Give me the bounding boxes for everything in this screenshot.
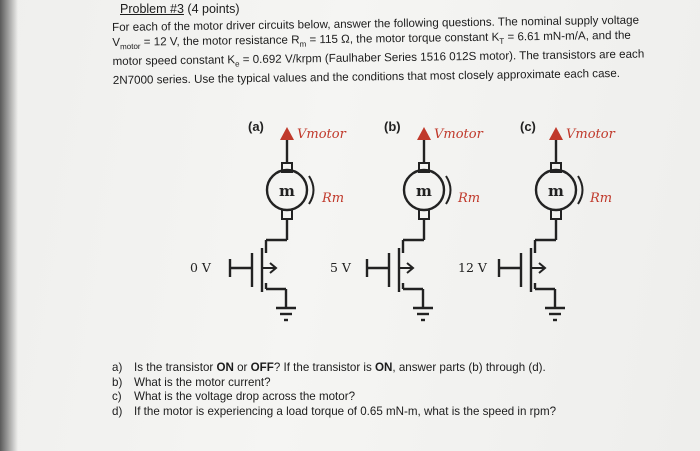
question-a-pre: Is the transistor xyxy=(134,361,217,374)
resistance-bracket xyxy=(577,175,584,205)
question-text: Is the transistor ON or OFF? If the tran… xyxy=(134,361,546,376)
circuit-a: (a) Vmotor m Rm 0 V xyxy=(190,119,347,322)
motor-brush-bottom xyxy=(418,209,430,220)
question-letter: c) xyxy=(112,390,122,404)
supply-arrow-icon xyxy=(280,127,294,140)
question-item: c) What is the voltage drop across the m… xyxy=(112,390,556,405)
circuit-c: (c) Vmotor m Rm 12 V xyxy=(458,119,616,322)
question-item: d) If the motor is experiencing a load t… xyxy=(112,405,556,420)
question-a-on: ON xyxy=(216,361,234,374)
problem-statement: Problem #3 (4 points) For each of the mo… xyxy=(112,2,692,89)
question-a-off: OFF xyxy=(250,361,274,374)
resistance-label: Rm xyxy=(589,191,612,206)
resistance-label: Rm xyxy=(457,191,480,206)
supply-arrow-icon xyxy=(549,127,563,140)
question-item: a) Is the transistor ON or OFF? If the t… xyxy=(112,361,556,376)
supply-label: Vmotor xyxy=(297,127,347,142)
motor-brush-top xyxy=(550,162,562,173)
question-item: b) What is the motor current? xyxy=(112,376,556,391)
question-text: If the motor is experiencing a load torq… xyxy=(134,404,557,418)
gate-voltage: 12 V xyxy=(458,260,488,275)
question-a-on2: ON xyxy=(375,361,393,374)
page-edge-shadow xyxy=(0,0,18,451)
question-text: What is the motor current? xyxy=(134,375,271,389)
resistance-bracket xyxy=(308,175,315,205)
question-a-mid: or xyxy=(233,361,251,374)
question-list: a) Is the transistor ON or OFF? If the t… xyxy=(112,361,556,419)
supply-label: Vmotor xyxy=(434,127,484,142)
circuit-label: (b) xyxy=(384,119,401,134)
question-letter: a) xyxy=(112,361,123,374)
motor-symbol: m xyxy=(416,182,432,200)
question-letter: d) xyxy=(112,404,123,418)
question-text: What is the voltage drop across the moto… xyxy=(134,390,356,404)
motor-brush-top xyxy=(418,162,430,173)
question-letter: b) xyxy=(112,375,123,389)
supply-arrow-icon xyxy=(417,127,431,140)
circuit-b: (b) Vmotor m Rm 5 V xyxy=(330,119,484,322)
circuit-label: (c) xyxy=(520,119,536,134)
motor-symbol: m xyxy=(279,182,295,200)
gate-voltage: 0 V xyxy=(190,260,212,275)
motor-brush-bottom xyxy=(281,209,293,220)
body-arrow-icon xyxy=(262,262,278,274)
question-a-post: , answer parts (b) through (d). xyxy=(392,361,546,374)
resistance-label: Rm xyxy=(321,191,344,206)
motor-brush-top xyxy=(281,162,293,173)
gate-voltage: 5 V xyxy=(330,260,352,275)
problem-title: Problem #3 (4 points) xyxy=(120,2,692,16)
circuit-label: (a) xyxy=(248,119,264,134)
question-a-mid2: ? If the transistor is xyxy=(273,361,375,374)
problem-points: (4 points) xyxy=(187,2,240,16)
problem-heading: Problem #3 xyxy=(120,2,184,16)
body-arrow-icon xyxy=(531,262,547,274)
motor-brush-bottom xyxy=(550,209,562,220)
body-arrow-icon xyxy=(399,262,415,274)
motor-symbol: m xyxy=(548,182,564,200)
supply-label: Vmotor xyxy=(566,127,616,142)
resistance-bracket xyxy=(445,175,452,205)
